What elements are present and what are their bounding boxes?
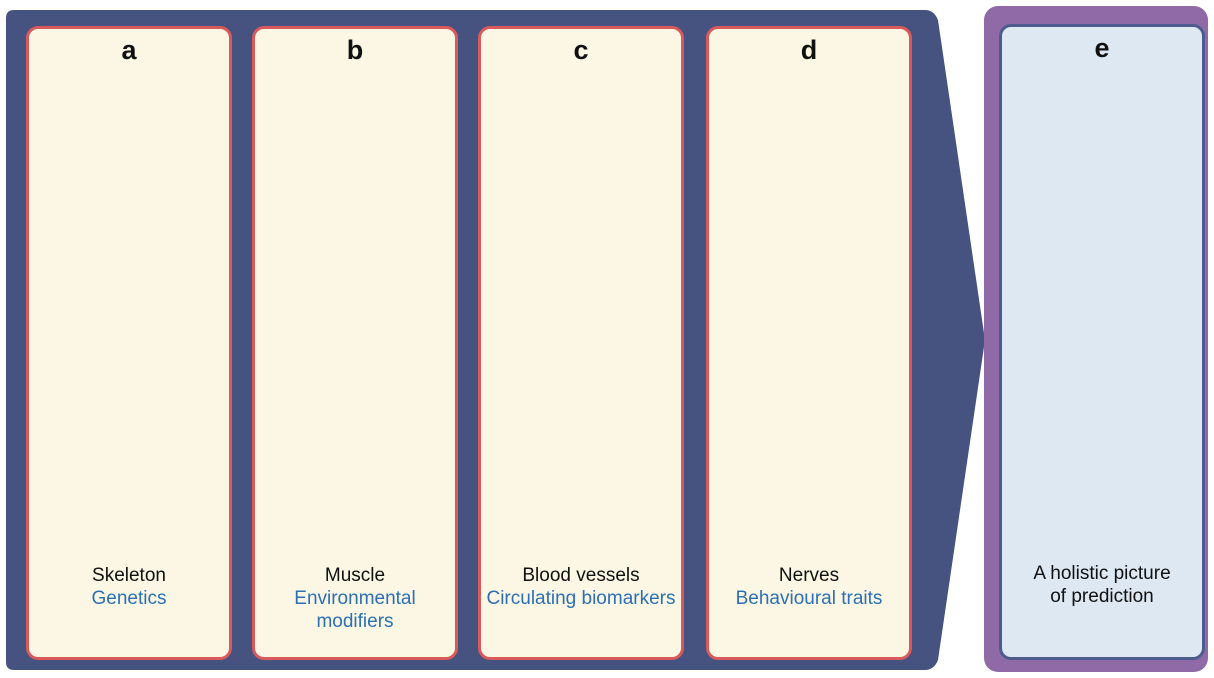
panel-e: e A holistic picture of prediction bbox=[999, 24, 1205, 660]
panel-title: Nerves bbox=[709, 564, 909, 587]
panel-subtitle: Environmental modifiers bbox=[255, 587, 455, 633]
panel-letter: b bbox=[255, 35, 455, 65]
panel-b: b Muscle Environmental modifiers bbox=[252, 26, 458, 660]
panel-title: Muscle bbox=[255, 564, 455, 587]
panel-subtitle: Genetics bbox=[29, 587, 229, 610]
panel-letter: a bbox=[29, 35, 229, 65]
panel-letter: d bbox=[709, 35, 909, 65]
panel-title: Skeleton bbox=[29, 564, 229, 587]
panel-letter: c bbox=[481, 35, 681, 65]
final-caption-line1: A holistic picture bbox=[1002, 562, 1202, 585]
panel-subtitle: Circulating biomarkers bbox=[481, 587, 681, 610]
panel-title: Blood vessels bbox=[481, 564, 681, 587]
panel-a: a Skeleton Genetics bbox=[26, 26, 232, 660]
panel-letter: e bbox=[1002, 33, 1202, 63]
final-caption-line2: of prediction bbox=[1002, 585, 1202, 608]
panel-d: d Nerves Behavioural traits bbox=[706, 26, 912, 660]
panel-c: c Blood vessels Circulating biomarkers bbox=[478, 26, 684, 660]
panel-subtitle: Behavioural traits bbox=[709, 587, 909, 610]
